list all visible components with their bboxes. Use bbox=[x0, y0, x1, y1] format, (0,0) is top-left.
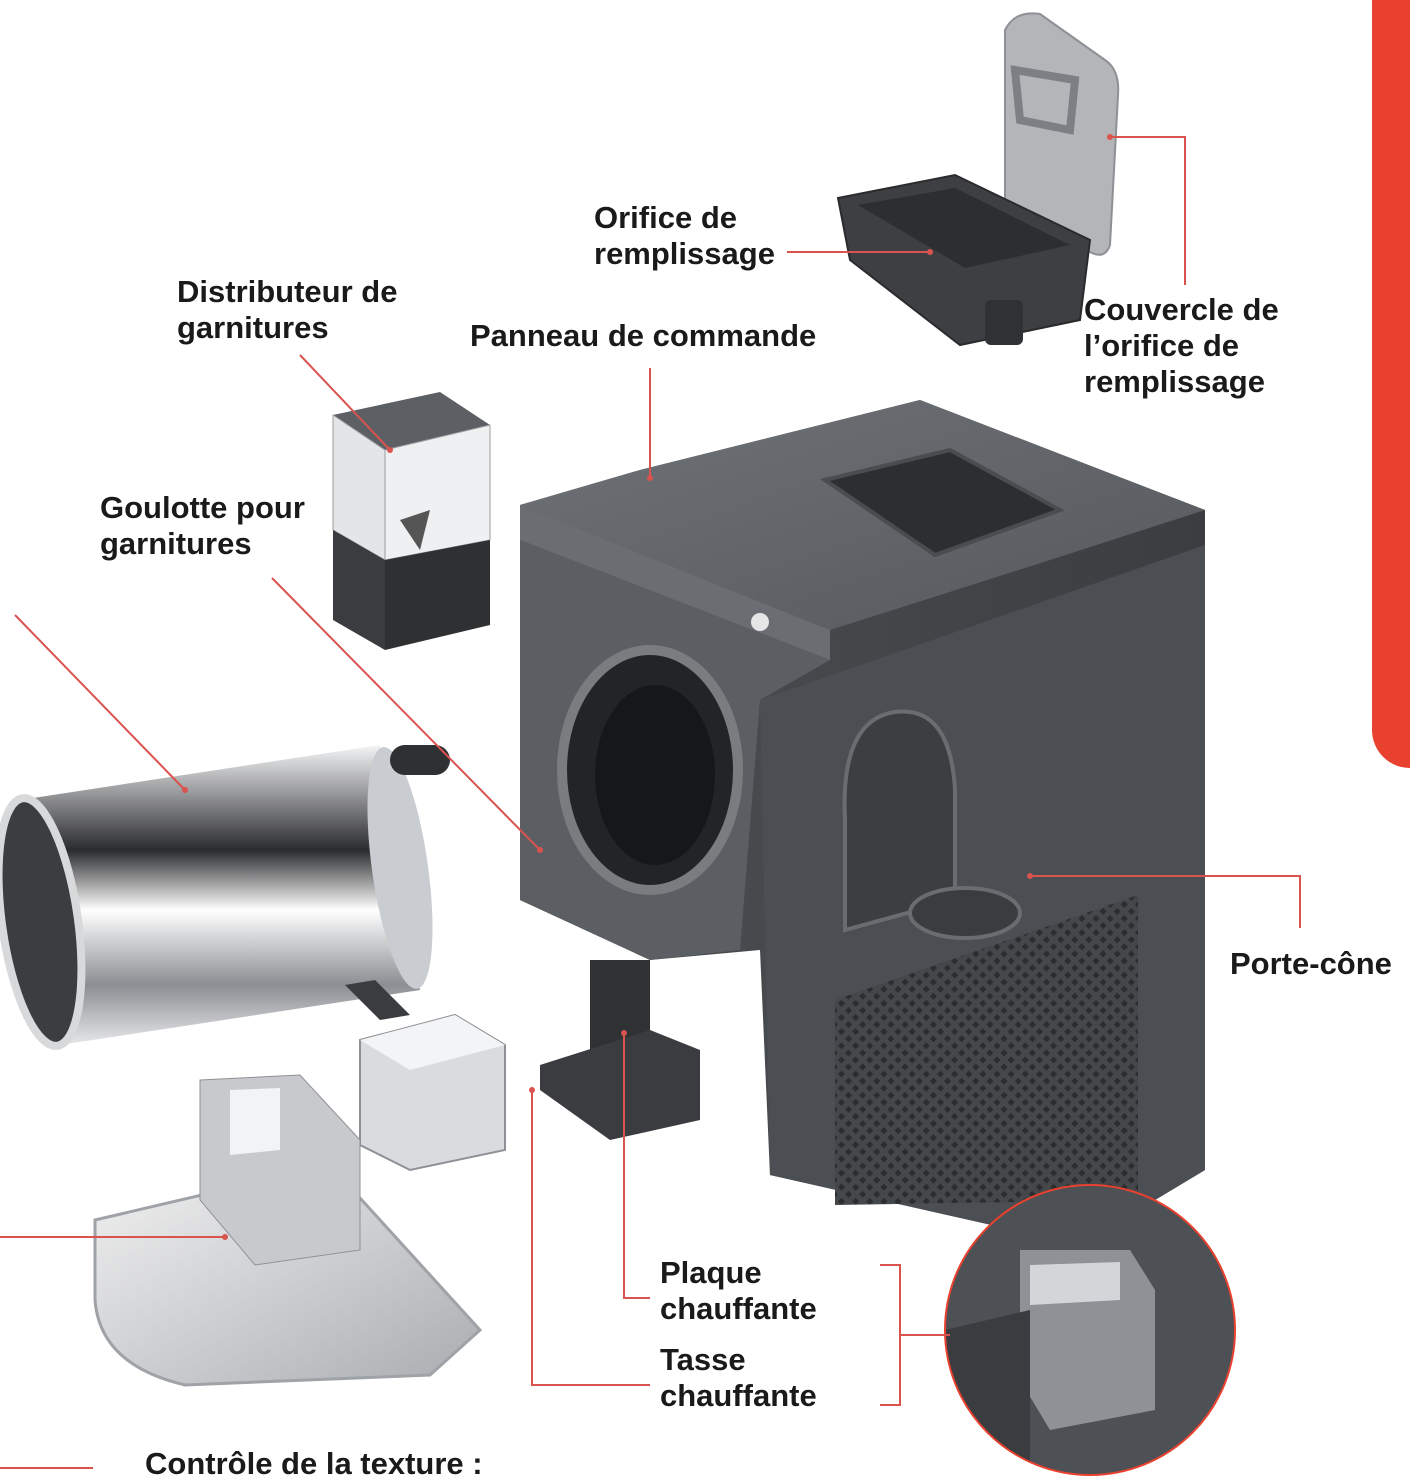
label-cone-holder: Porte-cône bbox=[1230, 946, 1392, 981]
side-accent-tab bbox=[1372, 0, 1410, 768]
label-topping-chute: Goulotte pour garnitures bbox=[100, 490, 305, 561]
label-control-panel: Panneau de commande bbox=[470, 318, 817, 353]
topping-dispenser-part bbox=[332, 392, 491, 650]
label-heating-plate: Plaque chauffante bbox=[660, 1255, 817, 1326]
steel-cylinder-part bbox=[0, 745, 450, 1050]
machine-body bbox=[520, 400, 1205, 1245]
drip-tray-part bbox=[93, 1074, 483, 1387]
leader-lines bbox=[0, 136, 1301, 1469]
label-fill-port-lid: Couvercle de l’orifice de remplissage bbox=[1084, 292, 1279, 399]
label-heating-cup: Tasse chauffante bbox=[660, 1342, 817, 1413]
zoom-detail bbox=[944, 1184, 1236, 1476]
label-texture-control: Contrôle de la texture : bbox=[145, 1446, 483, 1481]
label-topping-dispenser: Distributeur de garnitures bbox=[177, 274, 398, 345]
heating-cup-part bbox=[345, 980, 506, 1172]
label-fill-port: Orifice de remplissage bbox=[594, 200, 775, 271]
leader-dots bbox=[182, 134, 1113, 1240]
fill-port-lid bbox=[1004, 12, 1120, 256]
fill-port-tray bbox=[836, 173, 1092, 347]
